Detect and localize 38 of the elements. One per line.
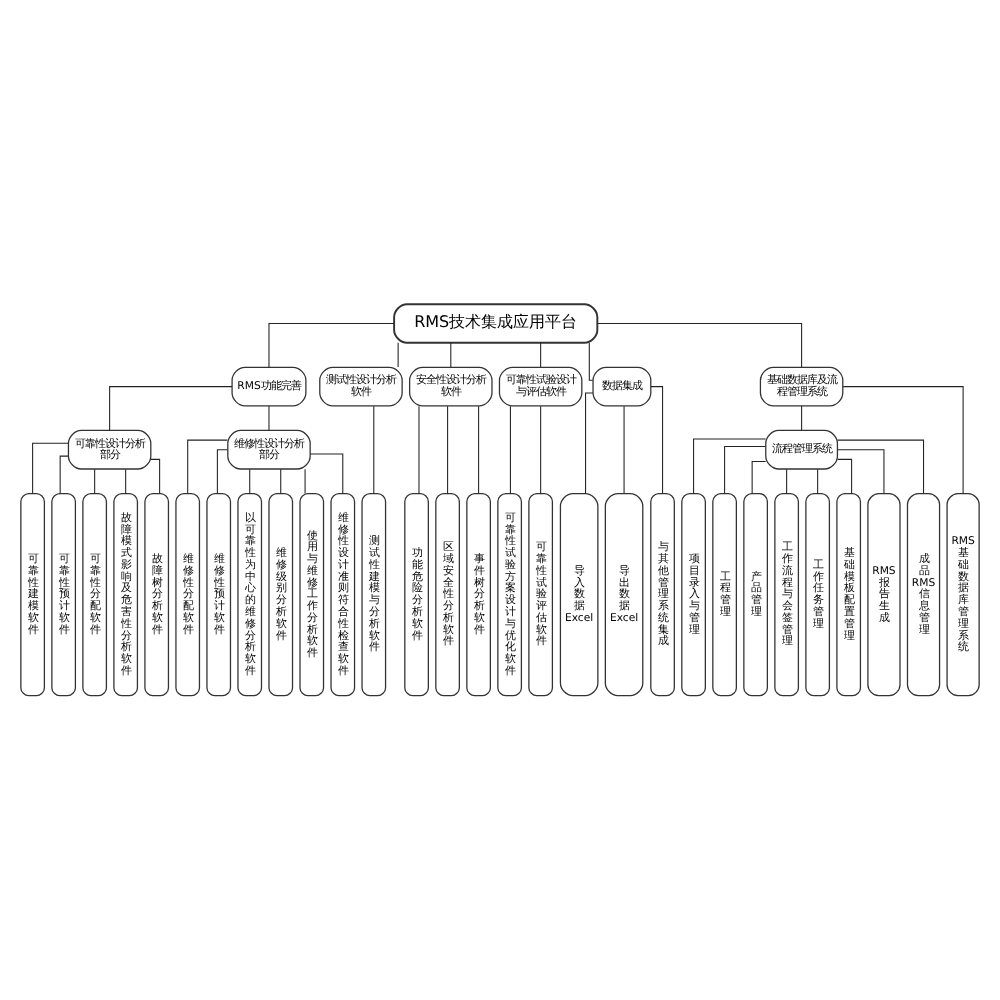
connector [373, 405, 375, 495]
connector [309, 453, 344, 495]
connector [125, 468, 127, 494]
connector [32, 442, 69, 494]
connector [588, 342, 594, 381]
connector [817, 468, 819, 494]
connector [509, 405, 511, 495]
connector [836, 449, 885, 494]
connector [216, 449, 228, 494]
connector [268, 323, 395, 368]
connector [109, 386, 233, 431]
connector [478, 405, 480, 495]
connector [397, 342, 399, 368]
connector [623, 405, 625, 495]
connector [837, 439, 925, 494]
connector [751, 460, 767, 494]
connector [801, 405, 803, 431]
connector [447, 405, 449, 495]
connector [724, 446, 766, 494]
connector [450, 342, 452, 368]
connector [786, 468, 788, 494]
connector [150, 458, 161, 495]
connector [94, 468, 96, 494]
connector [540, 342, 542, 368]
connector [59, 455, 69, 494]
connector [693, 438, 767, 494]
connector [585, 392, 594, 495]
connector [837, 458, 853, 495]
connector [268, 405, 270, 431]
connector [280, 468, 282, 494]
connector [249, 468, 251, 494]
connector [304, 468, 306, 494]
connector [842, 386, 964, 494]
connector [597, 323, 803, 368]
connector [540, 405, 542, 495]
connector [187, 439, 228, 494]
connector [650, 386, 664, 494]
connector [418, 405, 420, 495]
